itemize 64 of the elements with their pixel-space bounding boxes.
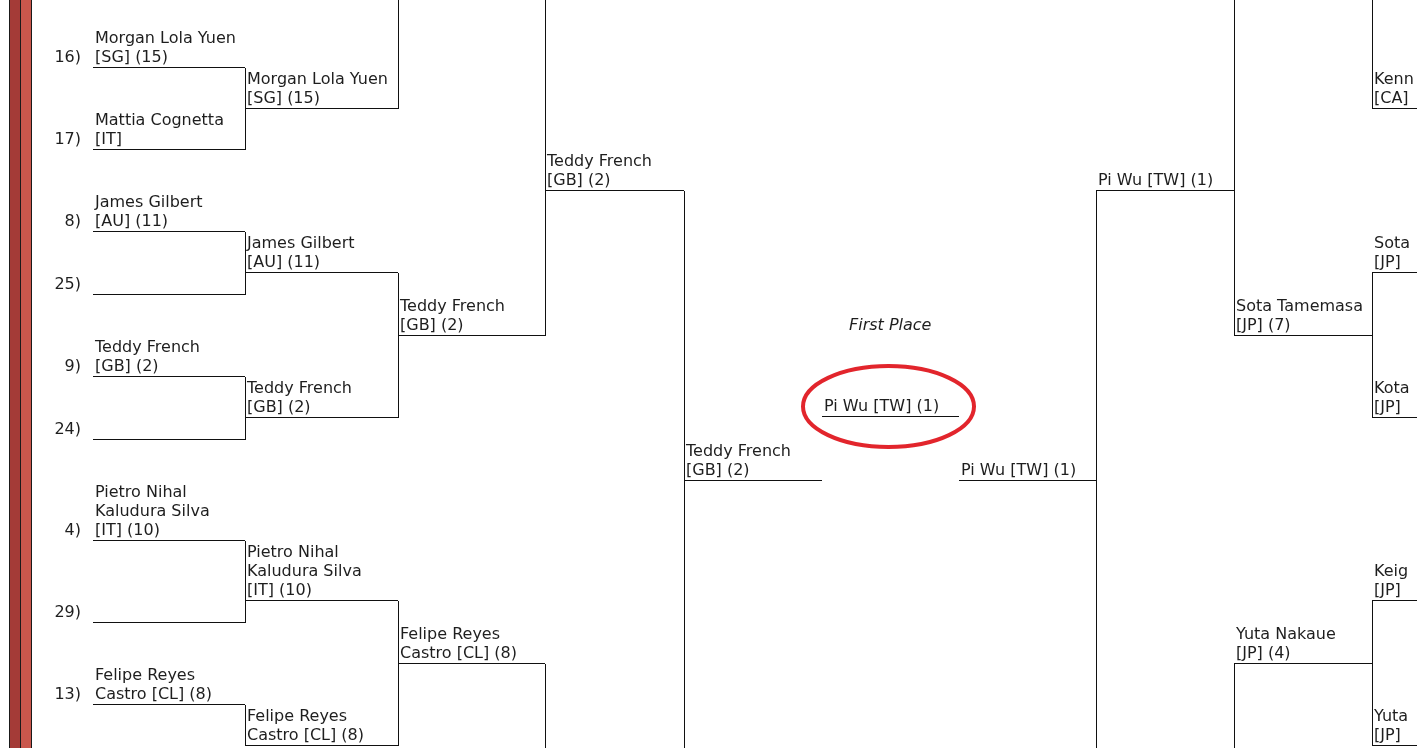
bracket-line: [397, 600, 399, 664]
player-slot: James Gilbert [AU] (11): [245, 233, 398, 273]
bracket-line: [244, 67, 246, 109]
player-slot: Kenn [CA]: [1372, 69, 1417, 109]
seed-number: 25): [54, 274, 81, 293]
bracket-line: [397, 0, 399, 109]
bracket-line: [1371, 335, 1373, 418]
player-slot: Teddy French [GB] (2): [684, 441, 822, 481]
bracket-line: [683, 480, 685, 748]
player-slot: Pietro Nihal Kaludura Silva [IT] (10): [245, 542, 398, 601]
bracket-line: [1233, 190, 1235, 336]
seed-number: 13): [54, 684, 81, 703]
player-slot: Teddy French [GB] (2): [93, 337, 245, 377]
bracket-line: [1371, 0, 1373, 109]
player-slot: Felipe Reyes Castro [CL] (8): [93, 665, 245, 705]
bracket-line: [244, 417, 246, 440]
seed-number: 9): [64, 356, 81, 375]
player-slot: Teddy French [GB] (2): [245, 378, 398, 418]
player-slot: Felipe Reyes Castro [CL] (8): [245, 706, 398, 746]
seed-number: 16): [54, 47, 81, 66]
player-slot: Kota [JP]: [1372, 378, 1417, 418]
bracket-line: [1371, 663, 1373, 746]
bracket-line: [397, 663, 399, 746]
bracket-line: [397, 335, 399, 418]
player-slot: Mattia Cognetta [IT]: [93, 110, 245, 150]
bracket-line: [244, 600, 246, 623]
bracket-line: [1233, 663, 1235, 748]
bracket-line: [544, 663, 546, 748]
player-slot: Yuta Nakaue [JP] (4): [1234, 624, 1372, 664]
player-slot: Teddy French [GB] (2): [398, 296, 545, 336]
player-slot: Morgan Lola Yuen [SG] (15): [93, 28, 245, 68]
player-slot: Pi Wu [TW] (1): [1096, 170, 1234, 191]
player-slot: Morgan Lola Yuen [SG] (15): [245, 69, 398, 109]
seed-number: 17): [54, 129, 81, 148]
bracket-line: [1095, 190, 1097, 481]
bracket-line: [244, 231, 246, 273]
seed-number: 29): [54, 602, 81, 621]
bracket-line: [244, 376, 246, 418]
seed-number: 24): [54, 419, 81, 438]
bracket-line: [544, 190, 546, 336]
bracket-line: [397, 272, 399, 336]
seed-number: 8): [64, 211, 81, 230]
bracket-line: [1371, 600, 1373, 664]
player-slot: Sota [JP]: [1372, 233, 1417, 273]
player-slot: Teddy French [GB] (2): [545, 151, 684, 191]
player-slot: Pi Wu [TW] (1): [959, 460, 1096, 481]
player-slot: Yuta [JP]: [1372, 706, 1417, 746]
bracket-line: [1371, 272, 1373, 336]
bracket-line: [1233, 0, 1235, 191]
bracket-line: [244, 272, 246, 295]
player-slot: Felipe Reyes Castro [CL] (8): [398, 624, 545, 664]
player-slot: Pi Wu [TW] (1): [822, 396, 959, 417]
player-slot: James Gilbert [AU] (11): [93, 192, 245, 232]
seed-number: 4): [64, 520, 81, 539]
player-slot: Keig [JP]: [1372, 561, 1417, 601]
bracket-line: [683, 190, 685, 481]
player-slot: Pietro Nihal Kaludura Silva [IT] (10): [93, 482, 245, 541]
player-slot: Sota Tamemasa [JP] (7): [1234, 296, 1372, 336]
bracket-line: [1095, 480, 1097, 748]
bracket-line: [544, 0, 546, 191]
bracket-line: [244, 704, 246, 746]
bracket-line: [244, 108, 246, 150]
place-heading: First Place: [849, 315, 932, 334]
bracket-line: [244, 540, 246, 601]
